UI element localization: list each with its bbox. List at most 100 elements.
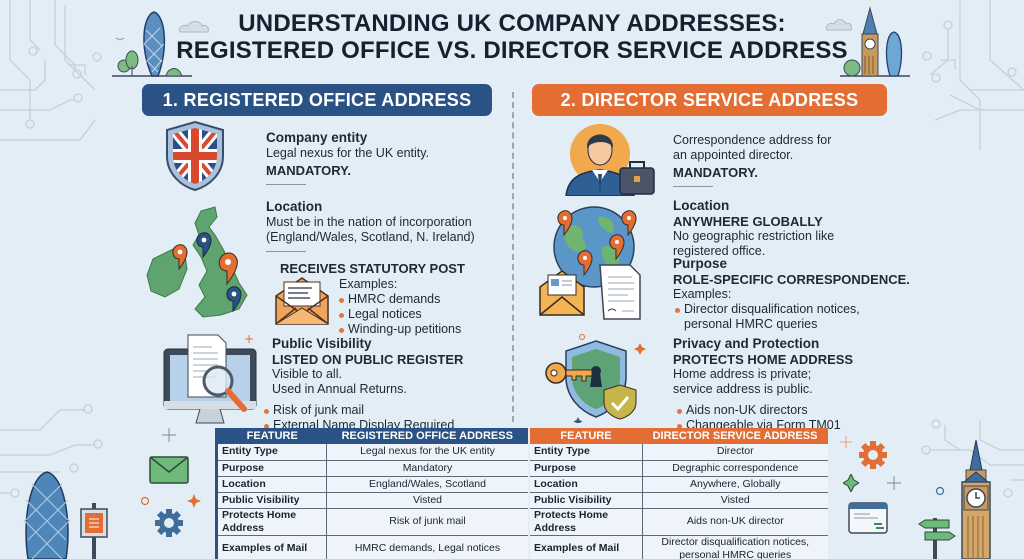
- signpost-icon: [80, 503, 108, 559]
- cell-feature: Purpose: [216, 460, 327, 477]
- mail-envelope-icon: [149, 456, 189, 484]
- cloud-icon: [179, 21, 209, 33]
- table-header-row: FEATURE REGISTERED OFFICE ADDRESS: [216, 428, 528, 444]
- title-line-2: REGISTERED OFFICE VS. DIRECTOR SERVICE A…: [176, 37, 848, 64]
- location-heading: Location: [673, 198, 730, 213]
- col-director: DIRECTOR SERVICE ADDRESS: [642, 428, 828, 444]
- director-location-block: Location ANYWHERE GLOBALLY No geographic…: [673, 198, 834, 259]
- entity-text: Legal nexus for the UK entity.: [266, 146, 430, 160]
- registered-post-block: RECEIVES STATUTORY POST: [280, 261, 465, 276]
- cell-feature: Entity Type: [530, 444, 643, 461]
- cell-feature: Protects Home Address: [530, 508, 643, 536]
- intro-line-2: an appointed director.: [673, 148, 794, 162]
- director-comparison-table: FEATURE DIRECTOR SERVICE ADDRESS Entity …: [530, 428, 828, 559]
- union-jack-shield-icon: [166, 120, 224, 192]
- intro-mandatory: MANDATORY.: [673, 165, 758, 180]
- cell-feature: Public Visibility: [530, 492, 643, 509]
- list-item: Director disqualification notices,person…: [673, 302, 910, 332]
- cell-feature: Examples of Mail: [216, 535, 327, 559]
- location-heading: Location: [266, 199, 323, 214]
- cell-value: Degraphic correspondence: [642, 460, 828, 477]
- post-examples-list: HMRC demands Legal notices Winding-up pe…: [337, 292, 461, 337]
- sparkle-icon: [887, 476, 901, 490]
- cell-value: Mandatory: [326, 460, 528, 477]
- visibility-caps: LISTED ON PUBLIC REGISTER: [272, 352, 464, 367]
- orange-gear-icon: [859, 441, 887, 469]
- svg-text:+: +: [244, 333, 254, 346]
- privacy-shield-key-icon: [545, 334, 646, 423]
- location-caps: ANYWHERE GLOBALLY: [673, 214, 823, 229]
- purpose-examples-list: Director disqualification notices,person…: [673, 302, 910, 332]
- visibility-line-1: Visible to all.: [272, 367, 342, 381]
- sparkle-icon: [162, 428, 176, 442]
- privacy-line-1: Home address is private;: [673, 367, 812, 381]
- cell-feature: Purpose: [530, 460, 643, 477]
- rule: [266, 251, 306, 252]
- post-heading: RECEIVES STATUTORY POST: [280, 261, 465, 276]
- registered-office-header: 1. REGISTERED OFFICE ADDRESS: [142, 84, 492, 116]
- table-header-row: FEATURE DIRECTOR SERVICE ADDRESS: [530, 428, 828, 444]
- uk-map-icon: [146, 206, 248, 318]
- cell-value: Aids non-UK director: [642, 508, 828, 536]
- col-feature: FEATURE: [530, 428, 642, 444]
- privacy-line-2: service address is public.: [673, 382, 813, 396]
- cell-feature: Location: [216, 476, 327, 493]
- list-item: HMRC demands: [337, 292, 461, 307]
- cell-value: Visted: [642, 492, 828, 509]
- rule: [673, 186, 713, 187]
- cell-value: Legal nexus for the UK entity: [326, 444, 528, 461]
- location-line-1: No geographic restriction like: [673, 229, 835, 243]
- intro-line-1: Correspondence address for: [673, 133, 832, 147]
- cell-feature: Examples of Mail: [530, 535, 643, 559]
- cell-feature: Public Visibility: [216, 492, 327, 509]
- director-service-header: 2. DIRECTOR SERVICE ADDRESS: [532, 84, 887, 116]
- cell-feature: Entity Type: [216, 444, 327, 461]
- purpose-heading: Purpose: [673, 256, 728, 271]
- big-ben-skyline-icon: [840, 6, 910, 77]
- location-line-2: (England/Wales, Scotland, N. Ireland): [266, 230, 475, 244]
- cell-line-1: Director disqualification notices,: [661, 535, 810, 548]
- cell-feature: Location: [530, 476, 643, 493]
- registered-location-block: Location Must be in the nation of incorp…: [266, 199, 475, 252]
- list-item: Winding-up petitions: [337, 322, 461, 337]
- purpose-caps: ROLE-SPECIFIC CORRESPONDENCE.: [673, 272, 910, 287]
- example-line-2: personal HMRC queries: [684, 317, 818, 331]
- circle-dot-icon: [140, 496, 150, 506]
- list-item: Legal notices: [337, 307, 461, 322]
- registered-comparison-table: FEATURE REGISTERED OFFICE ADDRESS Entity…: [215, 428, 528, 559]
- location-line-2: registered office.: [673, 244, 766, 258]
- cell-value: Director disqualification notices,person…: [642, 535, 828, 559]
- open-envelope-icon: [275, 277, 329, 325]
- list-item: Risk of junk mail: [262, 403, 463, 418]
- title-line-1: UNDERSTANDING UK COMPANY ADDRESSES:: [238, 10, 786, 37]
- example-line-1: Director disqualification notices,: [684, 302, 860, 316]
- visibility-heading: Public Visibility: [272, 336, 372, 351]
- gherkin-skyline-icon: [112, 11, 192, 77]
- browser-window-icon: [848, 502, 888, 534]
- registered-post-examples: Examples: HMRC demands Legal notices Win…: [337, 277, 461, 337]
- big-ben-tower-icon: [961, 440, 991, 559]
- director-avatar-icon: [565, 124, 655, 196]
- sparkle-icon: [840, 436, 852, 448]
- circle-dot-icon: [935, 486, 945, 496]
- cell-value: Risk of junk mail: [326, 508, 528, 536]
- cell-line-2: personal HMRC queries: [679, 548, 792, 559]
- gear-icon: [155, 509, 183, 537]
- list-item: Aids non-UK directors: [675, 403, 853, 418]
- rule: [266, 184, 306, 185]
- visibility-line-2: Used in Annual Returns.: [272, 382, 407, 396]
- cell-value: Visted: [326, 492, 528, 509]
- gherkin-building-icon: [23, 471, 71, 559]
- cell-feature: Protects Home Address: [216, 508, 327, 536]
- col-registered: REGISTERED OFFICE ADDRESS: [326, 428, 528, 444]
